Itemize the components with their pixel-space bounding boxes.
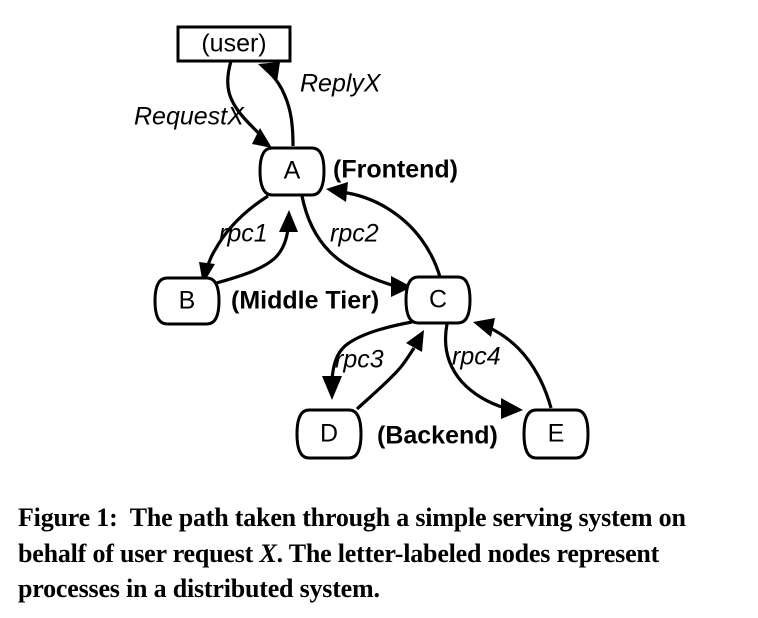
node-d-label: D xyxy=(320,420,338,448)
arrowhead-user-to-a xyxy=(252,128,272,148)
edge-c-to-d xyxy=(322,320,413,400)
caption-line2-b: . The letter-labeled xyxy=(276,538,482,568)
node-b-label: B xyxy=(179,287,196,315)
caption-line3: nodes represent processes in a distribut… xyxy=(18,538,660,604)
arrowhead-c-to-e xyxy=(501,398,523,419)
edge-d-to-c xyxy=(355,330,424,411)
arrowhead-d-to-c xyxy=(406,330,424,352)
node-e-shape xyxy=(522,408,590,460)
caption-line1: The path taken through a simple serving xyxy=(129,503,573,532)
edge-label-rpc4: rpc4 xyxy=(452,343,501,371)
edge-user-to-a xyxy=(226,60,272,148)
serving-system-diagram: (user) A B C D xyxy=(134,25,590,460)
node-d[interactable]: D xyxy=(295,408,363,460)
edge-c-to-e xyxy=(443,323,523,419)
node-user-label: (user) xyxy=(201,30,266,58)
caption-line2-a: system on behalf of user request xyxy=(18,503,686,568)
node-a-shape xyxy=(258,146,326,197)
arrowhead-e-to-c xyxy=(473,318,495,337)
arrowhead-a-to-c xyxy=(391,276,412,297)
node-c[interactable]: C xyxy=(404,275,472,325)
edge-label-requestx: RequestX xyxy=(134,103,245,131)
node-b[interactable]: B xyxy=(153,276,221,326)
edge-a-to-user xyxy=(258,62,295,147)
arrowhead-c-to-a xyxy=(326,182,348,202)
node-c-shape xyxy=(404,275,472,325)
tier-label-frontend: (Frontend) xyxy=(333,156,458,184)
node-d-shape xyxy=(295,408,363,460)
edge-label-rpc3: rpc3 xyxy=(335,346,384,374)
node-a[interactable]: A xyxy=(258,146,326,197)
edge-e-to-c xyxy=(473,318,553,409)
edge-label-rpc1: rpc1 xyxy=(219,220,268,248)
tier-label-middle-tier: (Middle Tier) xyxy=(231,287,379,315)
node-e[interactable]: E xyxy=(522,408,590,460)
node-b-shape xyxy=(153,276,221,326)
edge-c-to-a xyxy=(326,182,442,278)
tier-label-backend: (Backend) xyxy=(377,422,498,450)
node-user-shape xyxy=(176,25,292,63)
edge-label-rpc2: rpc2 xyxy=(330,220,379,248)
node-c-label: C xyxy=(429,286,447,314)
node-a-label: A xyxy=(284,157,301,185)
diagram-area: (user) A B C D xyxy=(134,25,590,460)
arrowhead-c-to-d xyxy=(322,376,342,400)
edge-a-to-c xyxy=(300,195,412,297)
figure-caption: Figure 1: The path taken through a simpl… xyxy=(18,500,740,607)
caption-prefix: Figure 1: xyxy=(18,503,118,532)
caption-italic-x: X xyxy=(259,538,277,568)
node-user[interactable]: (user) xyxy=(176,25,292,63)
edge-label-replyx: ReplyX xyxy=(300,70,382,98)
arrowhead-a-to-user xyxy=(258,62,280,82)
edge-b-to-a xyxy=(212,210,298,286)
arrowhead-b-to-a xyxy=(279,210,298,232)
node-e-label: E xyxy=(548,420,565,448)
